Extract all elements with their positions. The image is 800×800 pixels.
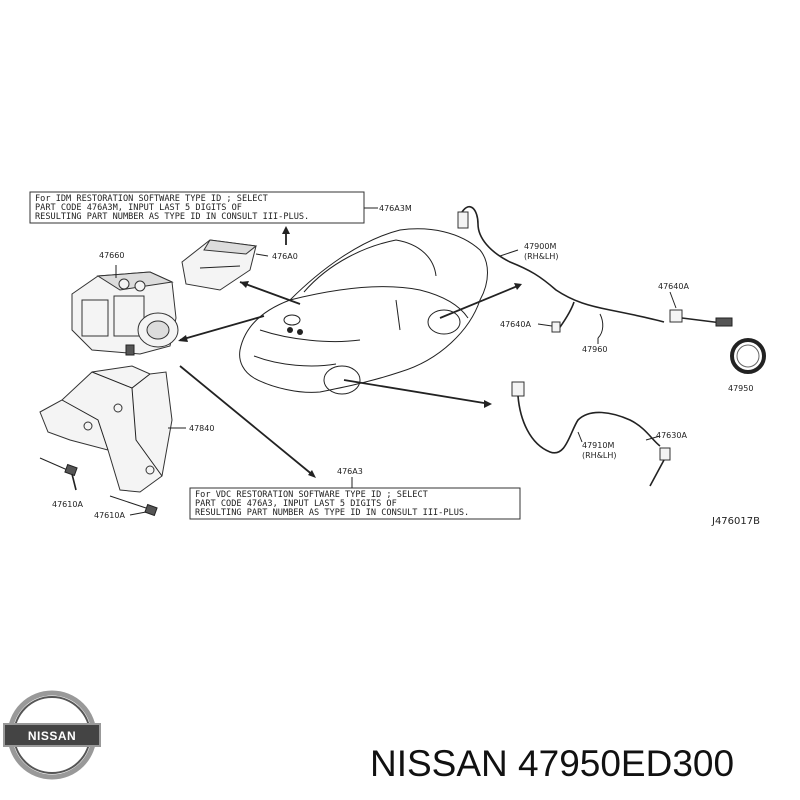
bolts-47610A: 47610A 47610A: [39, 457, 158, 520]
actuator-bracket: 47840: [39, 365, 214, 493]
label-47630A: 47630A: [656, 431, 687, 440]
label-47910M-side: (RH&LH): [582, 451, 617, 460]
logo-text: NISSAN: [28, 729, 76, 743]
diagram-code: J476017B: [711, 516, 760, 527]
nissan-logo: NISSAN: [3, 690, 101, 780]
part-caption: NISSAN 47950ED300: [370, 743, 734, 784]
callout-476A3M: 476A3M: [379, 204, 412, 213]
leader-arrows: [178, 281, 522, 478]
label-476A0: 476A0: [272, 252, 298, 261]
label-47610A-2: 47610A: [94, 511, 125, 520]
idm-note: For IDM RESTORATION SOFTWARE TYPE ID ; S…: [29, 191, 412, 224]
idm-note-line-2: PART CODE 476A3M, INPUT LAST 5 DIGITS OF: [35, 203, 242, 213]
label-47660: 47660: [99, 251, 124, 260]
label-47640A-right: 47640A: [658, 282, 689, 291]
label-47610A-1: 47610A: [52, 500, 83, 509]
vehicle-outline: [239, 228, 488, 395]
label-47840: 47840: [189, 424, 214, 433]
rear-wheel-sensor: 47640A: [658, 282, 733, 327]
idm-note-line-3: RESULTING PART NUMBER AS TYPE ID IN CONS…: [35, 212, 309, 222]
idm-note-line-1: For IDM RESTORATION SOFTWARE TYPE ID ; S…: [35, 194, 268, 204]
vdc-note-line-1: For VDC RESTORATION SOFTWARE TYPE ID ; S…: [195, 490, 428, 500]
label-47900M: 47900M: [524, 242, 556, 251]
abs-actuator-unit: 47660: [71, 251, 179, 356]
vdc-note-line-3: RESULTING PART NUMBER AS TYPE ID IN CONS…: [195, 508, 469, 518]
tone-ring-47950: 47950: [728, 338, 766, 393]
front-sensor-harness: 47910M (RH&LH) 47630A: [511, 381, 687, 487]
label-47900M-side: (RH&LH): [524, 252, 559, 261]
label-47910M: 47910M: [582, 441, 614, 450]
vdc-note: For VDC RESTORATION SOFTWARE TYPE ID ; S…: [189, 467, 521, 520]
control-module-476A0: 476A0: [181, 226, 298, 291]
vdc-note-line-2: PART CODE 476A3, INPUT LAST 5 DIGITS OF: [195, 499, 397, 509]
callout-476A3: 476A3: [337, 467, 363, 476]
label-47950: 47950: [728, 384, 753, 393]
label-47960: 47960: [582, 345, 607, 354]
label-47640A-left: 47640A: [500, 320, 531, 329]
rear-sensor-harness: 47900M (RH&LH) 47640A 47960: [457, 206, 665, 354]
